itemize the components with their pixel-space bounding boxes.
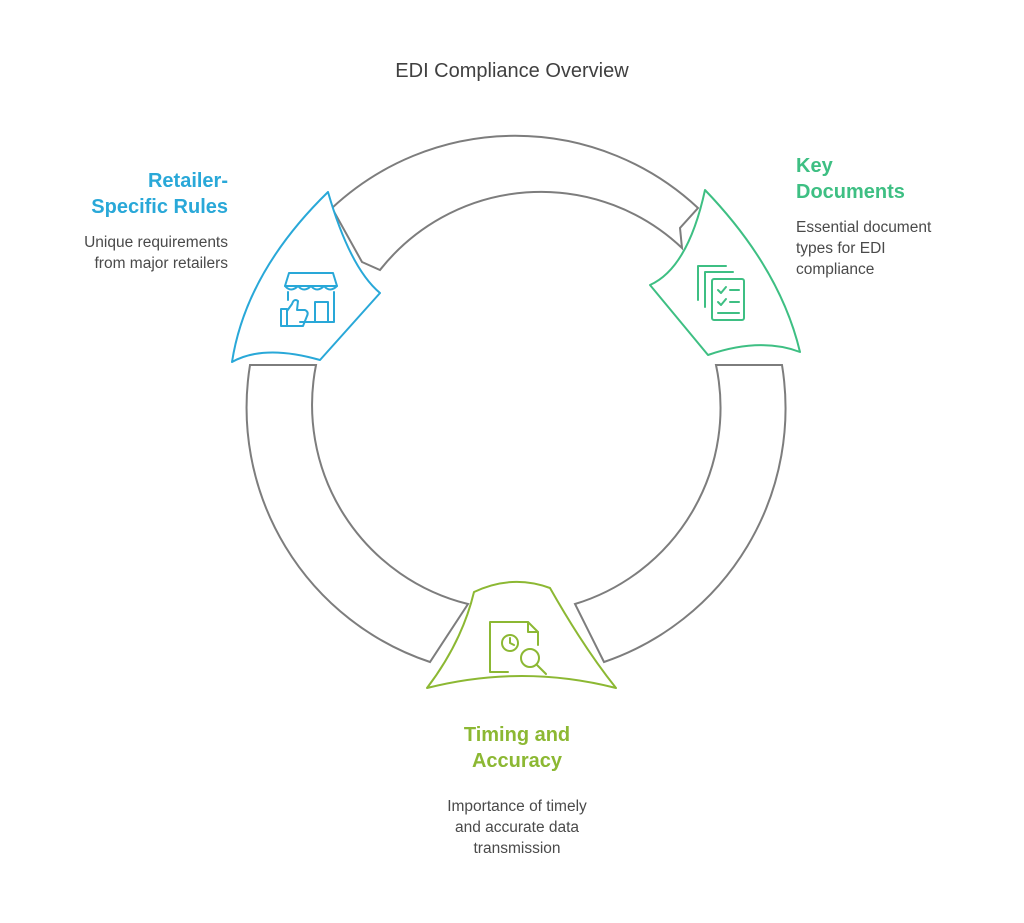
documents-desc-line2: types for EDI [796, 240, 886, 257]
retailer-desc-line1: Unique requirements [84, 234, 228, 251]
document-checklist-icon [697, 265, 745, 321]
documents-desc-line1: Essential document [796, 219, 932, 236]
retailer-description: Unique requirements from major retailers [40, 232, 228, 274]
retailer-heading-line2: Specific Rules [91, 196, 228, 218]
timing-arrow-shape [426, 580, 617, 689]
documents-heading-line2: Documents [796, 181, 905, 203]
timing-description: Importance of timely and accurate data t… [392, 796, 642, 859]
retailer-desc-line2: from major retailers [94, 255, 229, 272]
documents-label: Key Documents Essential document types f… [796, 153, 996, 280]
timing-heading-line1: Timing and [463, 724, 571, 746]
retailer-arrow-shape [231, 191, 381, 363]
timing-desc-line3: transmission [473, 840, 561, 857]
clock-document-search-icon [489, 621, 547, 675]
diagram-title: EDI Compliance Overview [395, 60, 629, 82]
documents-heading: Key Documents [796, 153, 996, 205]
retailer-heading: Retailer- Specific Rules [40, 168, 228, 220]
retailer-arrow [231, 191, 381, 363]
timing-heading: Timing and Accuracy [392, 722, 642, 774]
timing-desc-line2: and accurate data [454, 819, 580, 836]
documents-arrow [649, 189, 801, 356]
timing-desc-line1: Importance of timely [447, 798, 587, 815]
timing-arrow [426, 580, 617, 689]
retailer-label: Retailer- Specific Rules Unique requirem… [40, 168, 228, 274]
documents-description: Essential document types for EDI complia… [796, 217, 996, 280]
ring-segment-right [573, 364, 787, 664]
documents-heading-line1: Key [796, 155, 833, 177]
ring [245, 134, 787, 664]
documents-desc-line3: compliance [796, 261, 875, 278]
retailer-heading-line1: Retailer- [147, 170, 228, 192]
ring-segment-left [245, 364, 470, 664]
ring-segment-top [330, 134, 700, 272]
timing-heading-line2: Accuracy [471, 750, 563, 772]
timing-label: Timing and Accuracy Importance of timely… [392, 722, 642, 859]
storefront-thumbs-up-icon [280, 272, 338, 327]
